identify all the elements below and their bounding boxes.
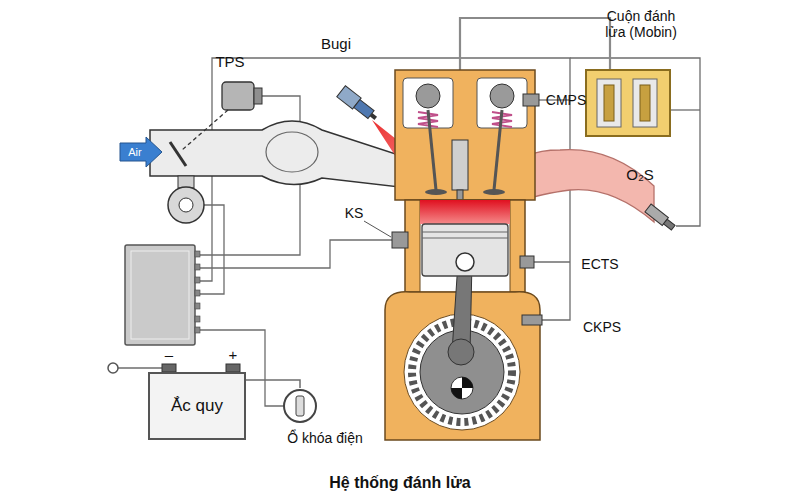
node-text: Ắc quy [150, 396, 244, 416]
piston-ring [422, 232, 508, 233]
diagram-caption: Hệ thống đánh lửa [0, 474, 800, 492]
combustion-chamber [420, 200, 510, 224]
flow-label: Air [128, 146, 141, 158]
coil-winding [633, 79, 657, 127]
ignition-coil: Cuộn đánh lửa (Mobin) [585, 6, 695, 140]
intake-plenum [266, 132, 318, 172]
piston [422, 224, 508, 276]
ecu-pin [195, 303, 200, 309]
ects-wire [534, 261, 570, 262]
intake-valve-head [425, 189, 447, 195]
ecu-pin [195, 251, 200, 257]
intake-manifold [150, 121, 408, 188]
o2-sensor [645, 204, 676, 232]
switch-ring [284, 390, 316, 422]
crank-center-mark [462, 377, 473, 388]
crank-center-mark [451, 388, 462, 399]
o2-sensor-plug [663, 219, 675, 230]
coil-wire [671, 109, 700, 110]
ecu-bevel [131, 251, 189, 339]
part-label: Bugi [321, 36, 351, 53]
rod-big-end [448, 339, 474, 365]
sensor-label: CKPS [583, 320, 621, 335]
ecu-pin [195, 277, 200, 283]
switch-key [296, 396, 304, 416]
ecu-pin [195, 327, 200, 333]
sensor-label: CMPS [546, 93, 586, 108]
node-text: Ổ khóa điện [270, 430, 380, 446]
sensor-label: O₂S [626, 167, 654, 184]
spark-plug [452, 140, 468, 190]
ks-wire [197, 240, 392, 268]
cylinder-head [395, 70, 535, 200]
piston-ring [422, 238, 508, 239]
coil-core [640, 85, 650, 121]
wire-connector [246, 380, 300, 388]
intake-valve-stem [428, 110, 436, 190]
air-arrow [120, 137, 162, 167]
tps-connector [254, 88, 262, 104]
intake-cam [416, 84, 440, 108]
throttle-neck [178, 176, 194, 188]
node-text: Cuộn đánh lửa (Mobin) [595, 8, 687, 40]
tps-linkage [182, 110, 228, 150]
ignition-switch-symbol [282, 388, 318, 424]
throttle-hub [179, 198, 193, 212]
ecu-box [125, 245, 195, 345]
sensor-bus-wire [197, 58, 570, 320]
coil-housing [586, 70, 670, 136]
injector-tip [370, 113, 377, 120]
ground-terminal [108, 363, 118, 373]
crank-center [451, 377, 473, 399]
exhaust-cam [490, 84, 514, 108]
ckps-sensor [522, 315, 542, 325]
coil-winding [597, 79, 621, 127]
exhaust-valve-stem [494, 110, 502, 190]
battery-box: Ắc quy [148, 372, 246, 440]
ignition-switch: Ổ khóa điện [270, 384, 380, 454]
ground-wire [118, 367, 162, 368]
injector [337, 86, 380, 124]
ecu-pin [195, 316, 200, 322]
connector-layer [246, 380, 300, 388]
exhaust-valve-head [483, 189, 505, 195]
sensor-label: KS [345, 206, 364, 221]
sensor-label: ECTS [581, 257, 618, 272]
battery-terminal [226, 364, 240, 372]
tps-sensor [222, 82, 254, 110]
sensor-label: TPS [215, 54, 244, 71]
leader-line [364, 221, 391, 237]
ects-sensor [520, 256, 534, 268]
knock-sensor [392, 232, 408, 248]
throttle-actuator [168, 187, 204, 223]
ecu-pins [195, 251, 200, 333]
cmps-sensor [523, 94, 539, 106]
spark-plug-tip [457, 190, 463, 200]
crank-web [420, 330, 504, 414]
throttle-plate [170, 142, 186, 166]
ecu-pin [195, 264, 200, 270]
ignition-coil-pack [585, 69, 673, 139]
terminal-sign: – [165, 347, 173, 364]
piston-pin [456, 253, 474, 271]
throttle-wire [197, 205, 224, 294]
coil-core [604, 85, 614, 121]
battery-terminal [162, 364, 176, 372]
ecu-pin [195, 290, 200, 296]
terminal-sign: + [229, 347, 238, 364]
